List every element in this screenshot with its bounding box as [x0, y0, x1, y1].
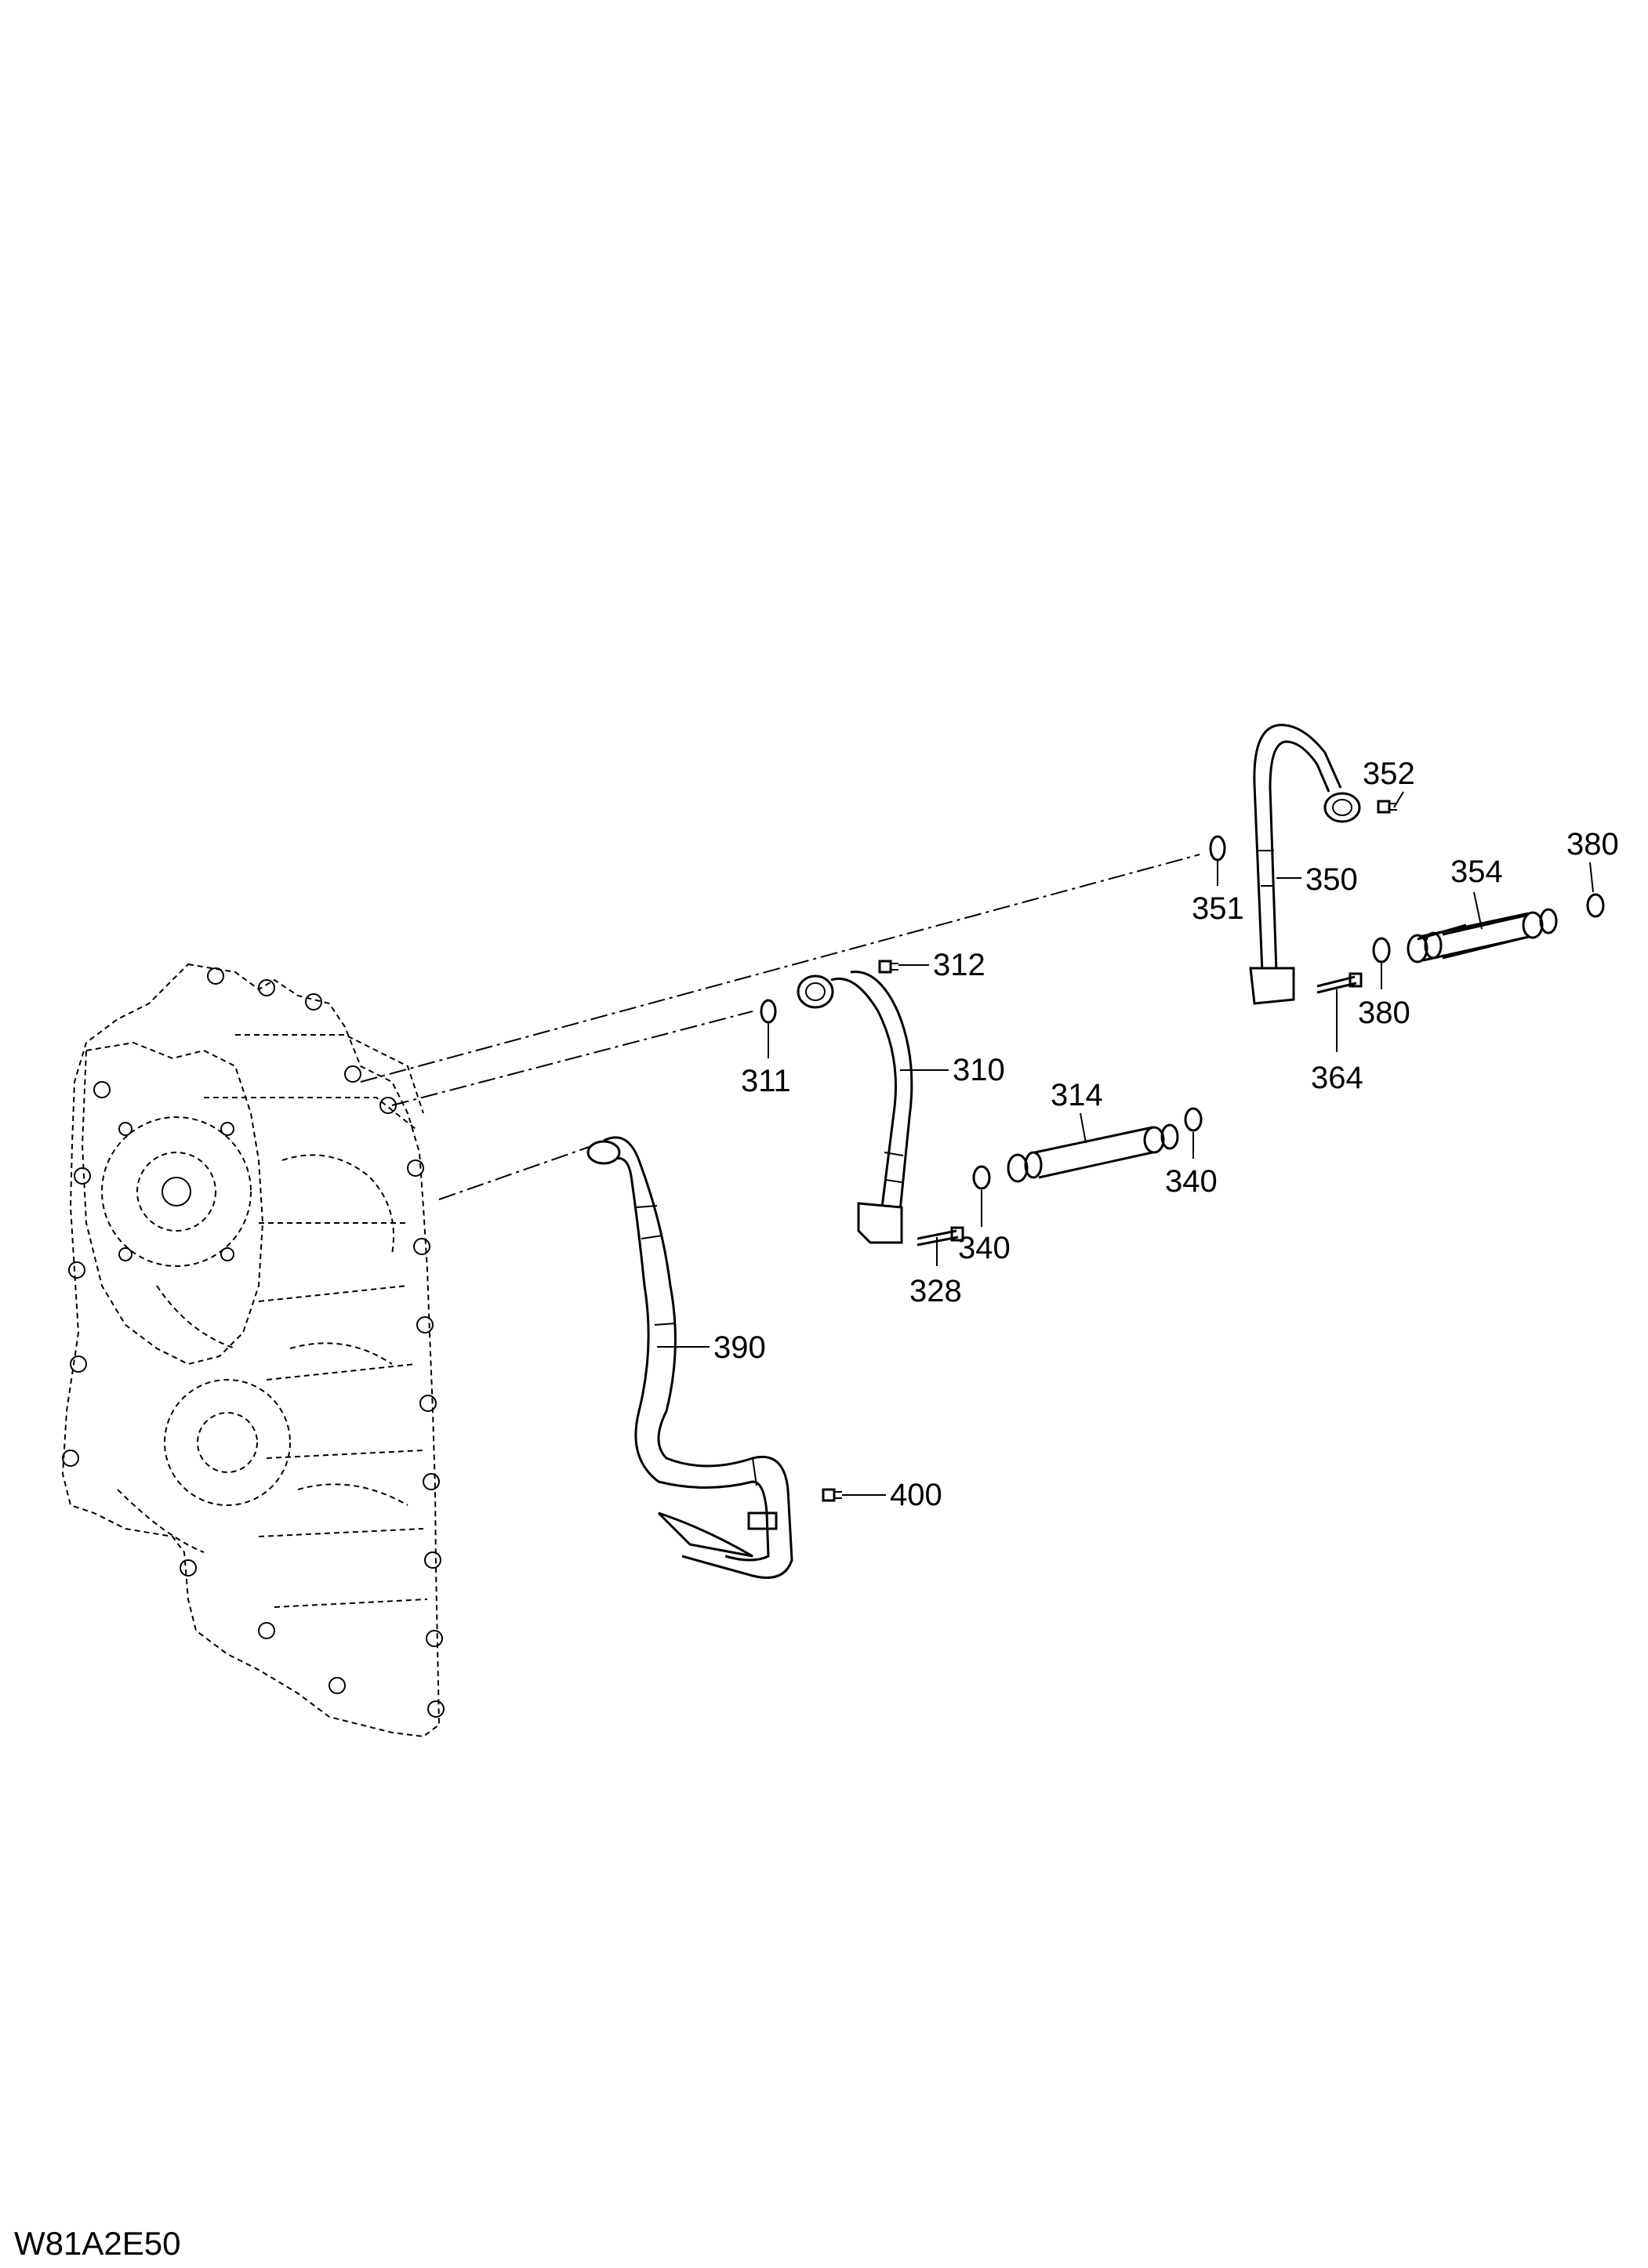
tube-314: [1007, 1123, 1179, 1183]
callout-364: 364: [1311, 1061, 1363, 1095]
o-ring-380-upper: [1586, 893, 1605, 918]
callout-380-lower: 380: [1358, 996, 1410, 1030]
alignment-lines: [360, 854, 1200, 1200]
callout-311: 311: [741, 1064, 791, 1098]
callout-340-right: 340: [1165, 1164, 1218, 1199]
hose-390: [586, 1136, 793, 1579]
callout-354: 354: [1450, 855, 1503, 889]
screw-312: [878, 960, 898, 974]
transmission-housing: [61, 963, 445, 1738]
callout-390: 390: [713, 1330, 766, 1365]
callout-352: 352: [1363, 757, 1415, 791]
leader-lines: [657, 791, 1594, 1496]
drawing-code: W81A2E50: [14, 2225, 181, 2262]
tube-354: [1407, 908, 1558, 963]
screw-400: [822, 1488, 842, 1502]
callout-314: 314: [1051, 1078, 1103, 1112]
callout-400: 400: [890, 1478, 942, 1512]
callout-380-upper: 380: [1566, 827, 1619, 862]
callout-310: 310: [953, 1053, 1005, 1087]
pipe-310: [797, 971, 913, 1244]
callout-340-left: 340: [958, 1231, 1011, 1265]
o-ring-311: [760, 999, 777, 1024]
bolt-364: [1316, 972, 1363, 994]
callout-351: 351: [1192, 891, 1244, 926]
flange-bolts: [62, 967, 445, 1718]
callout-labels: 352 380 354 350 351 380 364 312 311 310 …: [713, 757, 1619, 1512]
bolt-328: [917, 1226, 964, 1246]
callout-328: 328: [909, 1274, 962, 1308]
callout-350: 350: [1305, 862, 1358, 897]
o-ring-340-left: [972, 1165, 991, 1190]
o-ring-340-right: [1184, 1107, 1203, 1132]
callout-312: 312: [933, 948, 986, 982]
pipe-350: [1249, 724, 1361, 1005]
o-ring-351: [1209, 835, 1226, 862]
o-ring-380-lower: [1372, 937, 1391, 963]
